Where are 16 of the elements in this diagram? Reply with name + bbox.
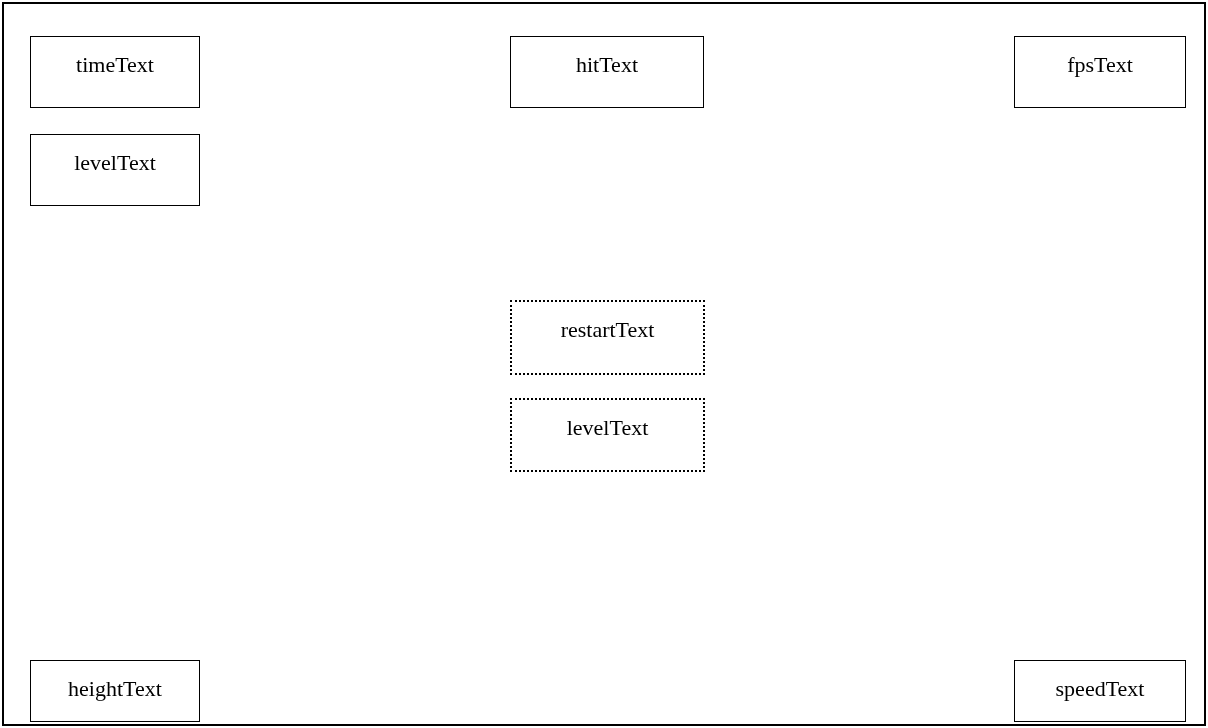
text-box xyxy=(1014,36,1186,108)
text-box xyxy=(30,660,200,722)
text-box xyxy=(30,134,200,206)
box-label: heightText xyxy=(68,675,162,703)
text-box xyxy=(510,398,705,472)
box-label: levelText xyxy=(74,149,156,177)
text-box xyxy=(510,36,704,108)
box-label: restartText xyxy=(560,316,655,344)
box-label: speedText xyxy=(1055,675,1145,703)
box-label: fpsText xyxy=(1067,51,1133,79)
text-box xyxy=(30,36,200,108)
box-label: levelText xyxy=(566,414,649,442)
text-box xyxy=(510,300,705,375)
text-box xyxy=(1014,660,1186,722)
box-label: timeText xyxy=(76,51,154,79)
box-label: hitText xyxy=(576,51,638,79)
